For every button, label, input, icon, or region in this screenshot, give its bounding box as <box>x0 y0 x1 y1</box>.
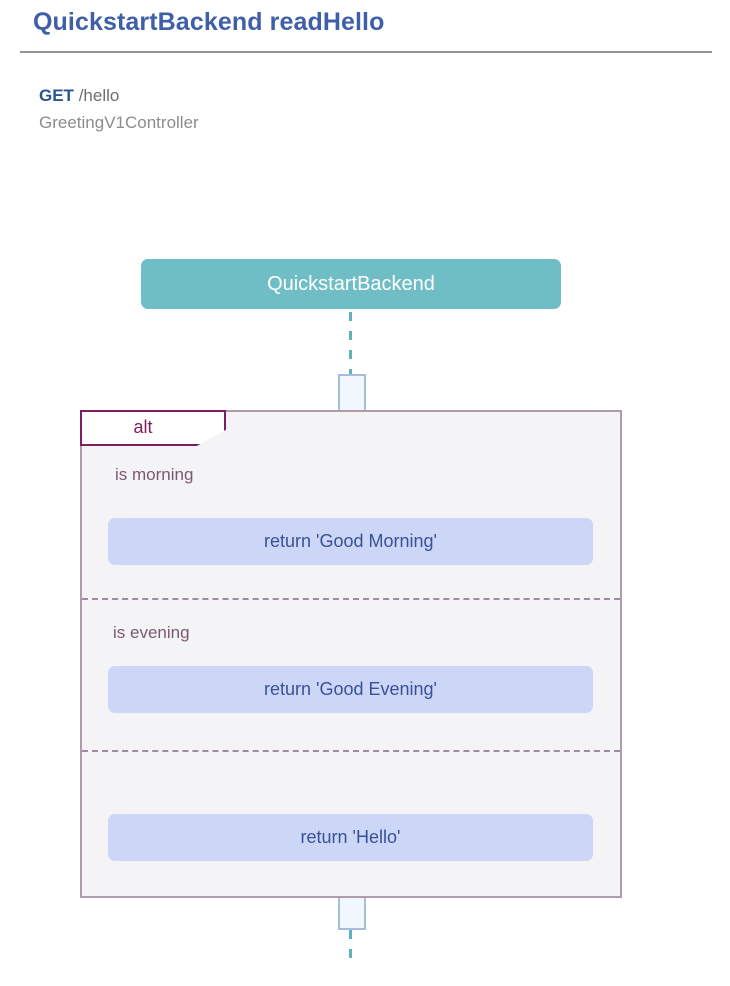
http-method-label: GET <box>39 86 74 105</box>
message-box-good-evening[interactable]: return 'Good Evening' <box>108 666 593 713</box>
alt-fragment-tag: alt <box>80 410 226 446</box>
participant-quickstartbackend[interactable]: QuickstartBackend <box>141 259 561 309</box>
branch-guard-1: is morning <box>115 465 194 484</box>
message-box-hello[interactable]: return 'Hello' <box>108 814 593 861</box>
message-box-good-morning[interactable]: return 'Good Morning' <box>108 518 593 565</box>
message-label: return 'Hello' <box>300 827 401 847</box>
endpoint-summary: GET /hello <box>39 86 119 106</box>
lifeline-quickstartbackend-bottom <box>349 930 352 960</box>
lifeline-quickstartbackend-top <box>349 312 352 376</box>
controller-label: GreetingV1Controller <box>39 113 199 132</box>
http-path-label: /hello <box>78 86 120 105</box>
message-label: return 'Good Evening' <box>264 679 437 699</box>
participant-label: QuickstartBackend <box>267 272 435 295</box>
page-title: QuickstartBackend readHello <box>33 8 385 36</box>
title-divider <box>20 51 712 53</box>
alt-fragment-operator: alt <box>133 416 153 437</box>
branch-divider-2 <box>82 750 620 752</box>
branch-guard-2: is evening <box>113 623 190 642</box>
message-label: return 'Good Morning' <box>264 531 437 551</box>
branch-divider-1 <box>82 598 620 600</box>
